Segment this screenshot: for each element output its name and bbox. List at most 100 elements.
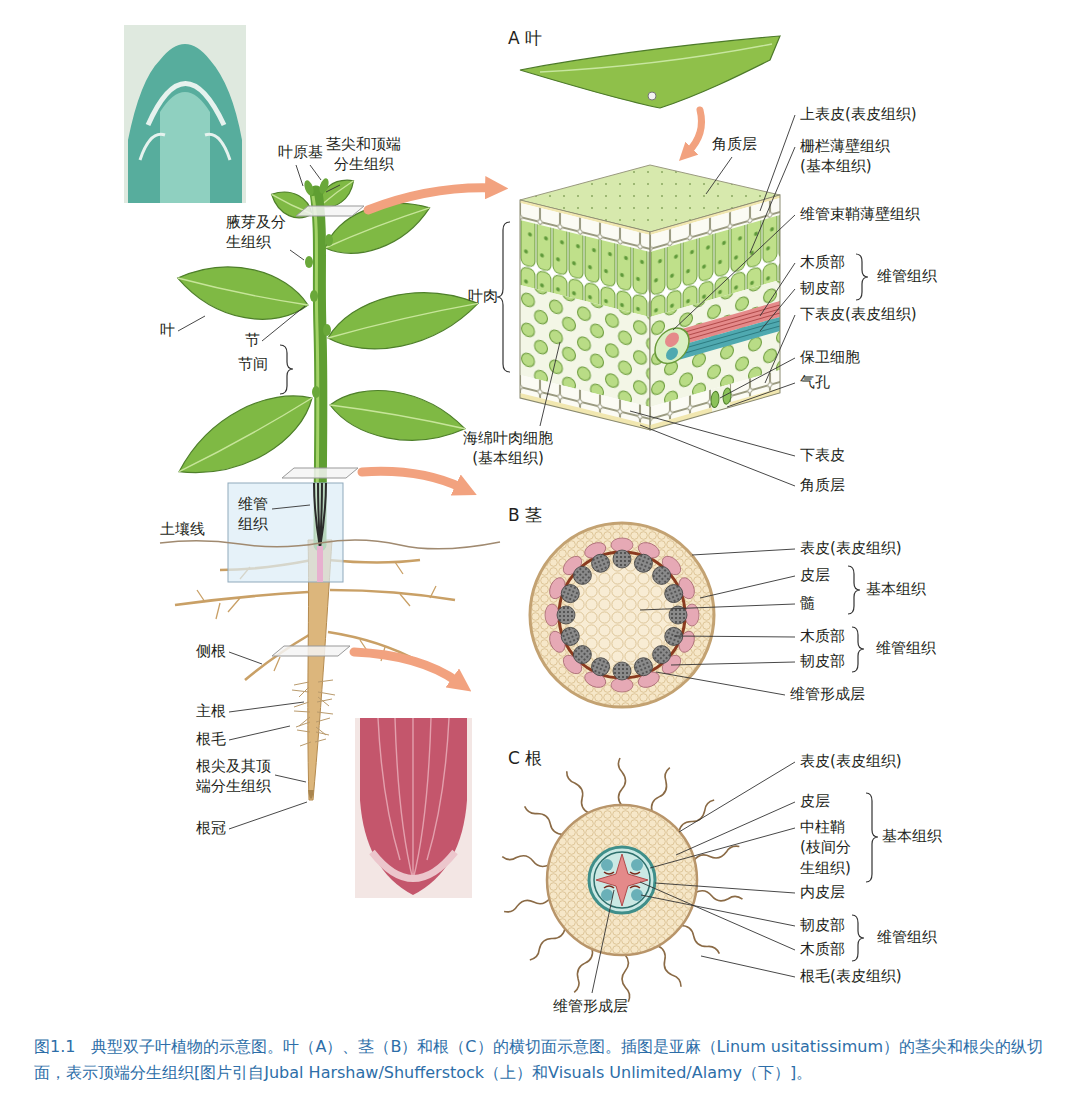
leader-lines [275, 775, 306, 782]
leaves [326, 381, 469, 451]
part-label: 木质部 [800, 626, 845, 648]
leader-lines [262, 306, 305, 341]
part-label: 维管组织 [877, 266, 937, 288]
leaf-block [655, 324, 689, 368]
shoot-micrograph [124, 25, 246, 203]
stem-cross-section [669, 604, 699, 626]
part-label: 节间 [238, 354, 268, 376]
leaf-block [711, 390, 719, 408]
leader-lines [290, 250, 304, 260]
section-arrows [368, 188, 492, 210]
leader-lines [673, 215, 795, 330]
stem [323, 324, 331, 336]
root-cross-section [601, 889, 613, 901]
part-label: C 根 [508, 746, 542, 771]
part-label: 叶 [160, 320, 175, 342]
part-label: 韧皮部 [800, 651, 845, 673]
leaf-block [680, 321, 780, 354]
leader-lines [765, 315, 795, 383]
part-label: 中柱鞘 (枝间分 生组织) [800, 817, 851, 878]
leaf-piece [540, 44, 772, 72]
stem [305, 256, 313, 268]
root-micrograph [372, 852, 455, 879]
part-label: 角质层 [712, 134, 757, 156]
stem-root-box [314, 483, 326, 548]
brackets [280, 222, 878, 961]
root-cross-section [502, 758, 743, 1002]
section-planes [272, 646, 350, 656]
section-planes [272, 206, 364, 656]
part-label: 韧皮部 [800, 915, 845, 937]
stem-root-box [317, 546, 323, 582]
leader-lines [640, 425, 795, 486]
leader-lines [750, 147, 795, 253]
part-label: 皮层 [800, 565, 830, 587]
leader-lines [229, 802, 307, 829]
root-cross-section [621, 954, 630, 1002]
root-cross-section [654, 944, 683, 990]
brackets [856, 254, 868, 300]
leader-lines [655, 883, 795, 893]
part-label: 根毛 [196, 729, 226, 751]
part-label: 气孔 [800, 372, 830, 394]
root-cross-section [569, 946, 595, 993]
leader-lines [727, 383, 795, 407]
part-label: 下表皮 [800, 445, 845, 467]
root-micrograph [355, 718, 472, 898]
leader-lines [656, 672, 785, 695]
root-cross-section [547, 805, 697, 955]
root-cross-section [678, 923, 720, 958]
brackets [848, 566, 860, 614]
shoot-micrograph [140, 134, 230, 160]
part-label: 上表皮(表皮组织) [800, 104, 917, 126]
soil-line [160, 540, 500, 549]
root-cross-section [601, 859, 613, 871]
leader-lines [296, 165, 321, 186]
stem-root-box [228, 483, 343, 582]
stem-cross-section [530, 523, 714, 707]
leaf-block [520, 165, 780, 430]
leader-lines [229, 726, 290, 740]
part-label: 维管组织 [876, 638, 936, 660]
leader-lines [676, 802, 795, 855]
stem-cross-section [545, 604, 575, 626]
leader-lines [760, 263, 795, 316]
figure-caption: 图1.1 典型双子叶植物的示意图。叶（A）、茎（B）和根（C）的横切面示意图。插… [34, 1034, 1046, 1086]
brackets [497, 222, 510, 372]
leader-lines [706, 157, 732, 194]
leaves [173, 255, 313, 330]
stem-cross-section [547, 623, 583, 655]
part-label: 栅栏薄壁组织 (基本组织) [800, 136, 890, 177]
part-label: 茎尖和顶端 分生组织 [326, 134, 401, 175]
stem [312, 386, 320, 398]
part-label: 木质部 [800, 939, 845, 961]
leader-lines [229, 652, 262, 664]
stem [325, 234, 333, 246]
leader-lines [272, 505, 310, 509]
leader-lines [679, 762, 795, 832]
part-label: 根毛(表皮组织) [800, 966, 902, 988]
section-arrows [354, 652, 458, 682]
section-arrows [688, 110, 702, 152]
part-label: 表皮(表皮组织) [800, 751, 902, 773]
leaf-block [666, 346, 678, 361]
leader-lines [640, 604, 795, 610]
part-label: 侧根 [196, 641, 226, 663]
leaf-piece [648, 92, 656, 100]
leaf-block [520, 200, 650, 430]
root-cross-section [565, 769, 592, 815]
brackets [852, 915, 864, 961]
part-label: 基本组织 [866, 579, 926, 601]
stem [310, 290, 318, 302]
part-label: 角质层 [800, 475, 845, 497]
leader-lines [760, 115, 795, 211]
leader-lines [229, 702, 304, 712]
leader-lines [592, 890, 614, 993]
part-label: 海绵叶肉细胞 (基本组织) [463, 428, 553, 469]
brackets [280, 345, 293, 394]
root-system [292, 680, 335, 746]
root-cross-section [649, 767, 675, 814]
part-label: 维管束鞘薄壁组织 [800, 204, 920, 226]
part-label: 维管 组织 [238, 494, 268, 535]
